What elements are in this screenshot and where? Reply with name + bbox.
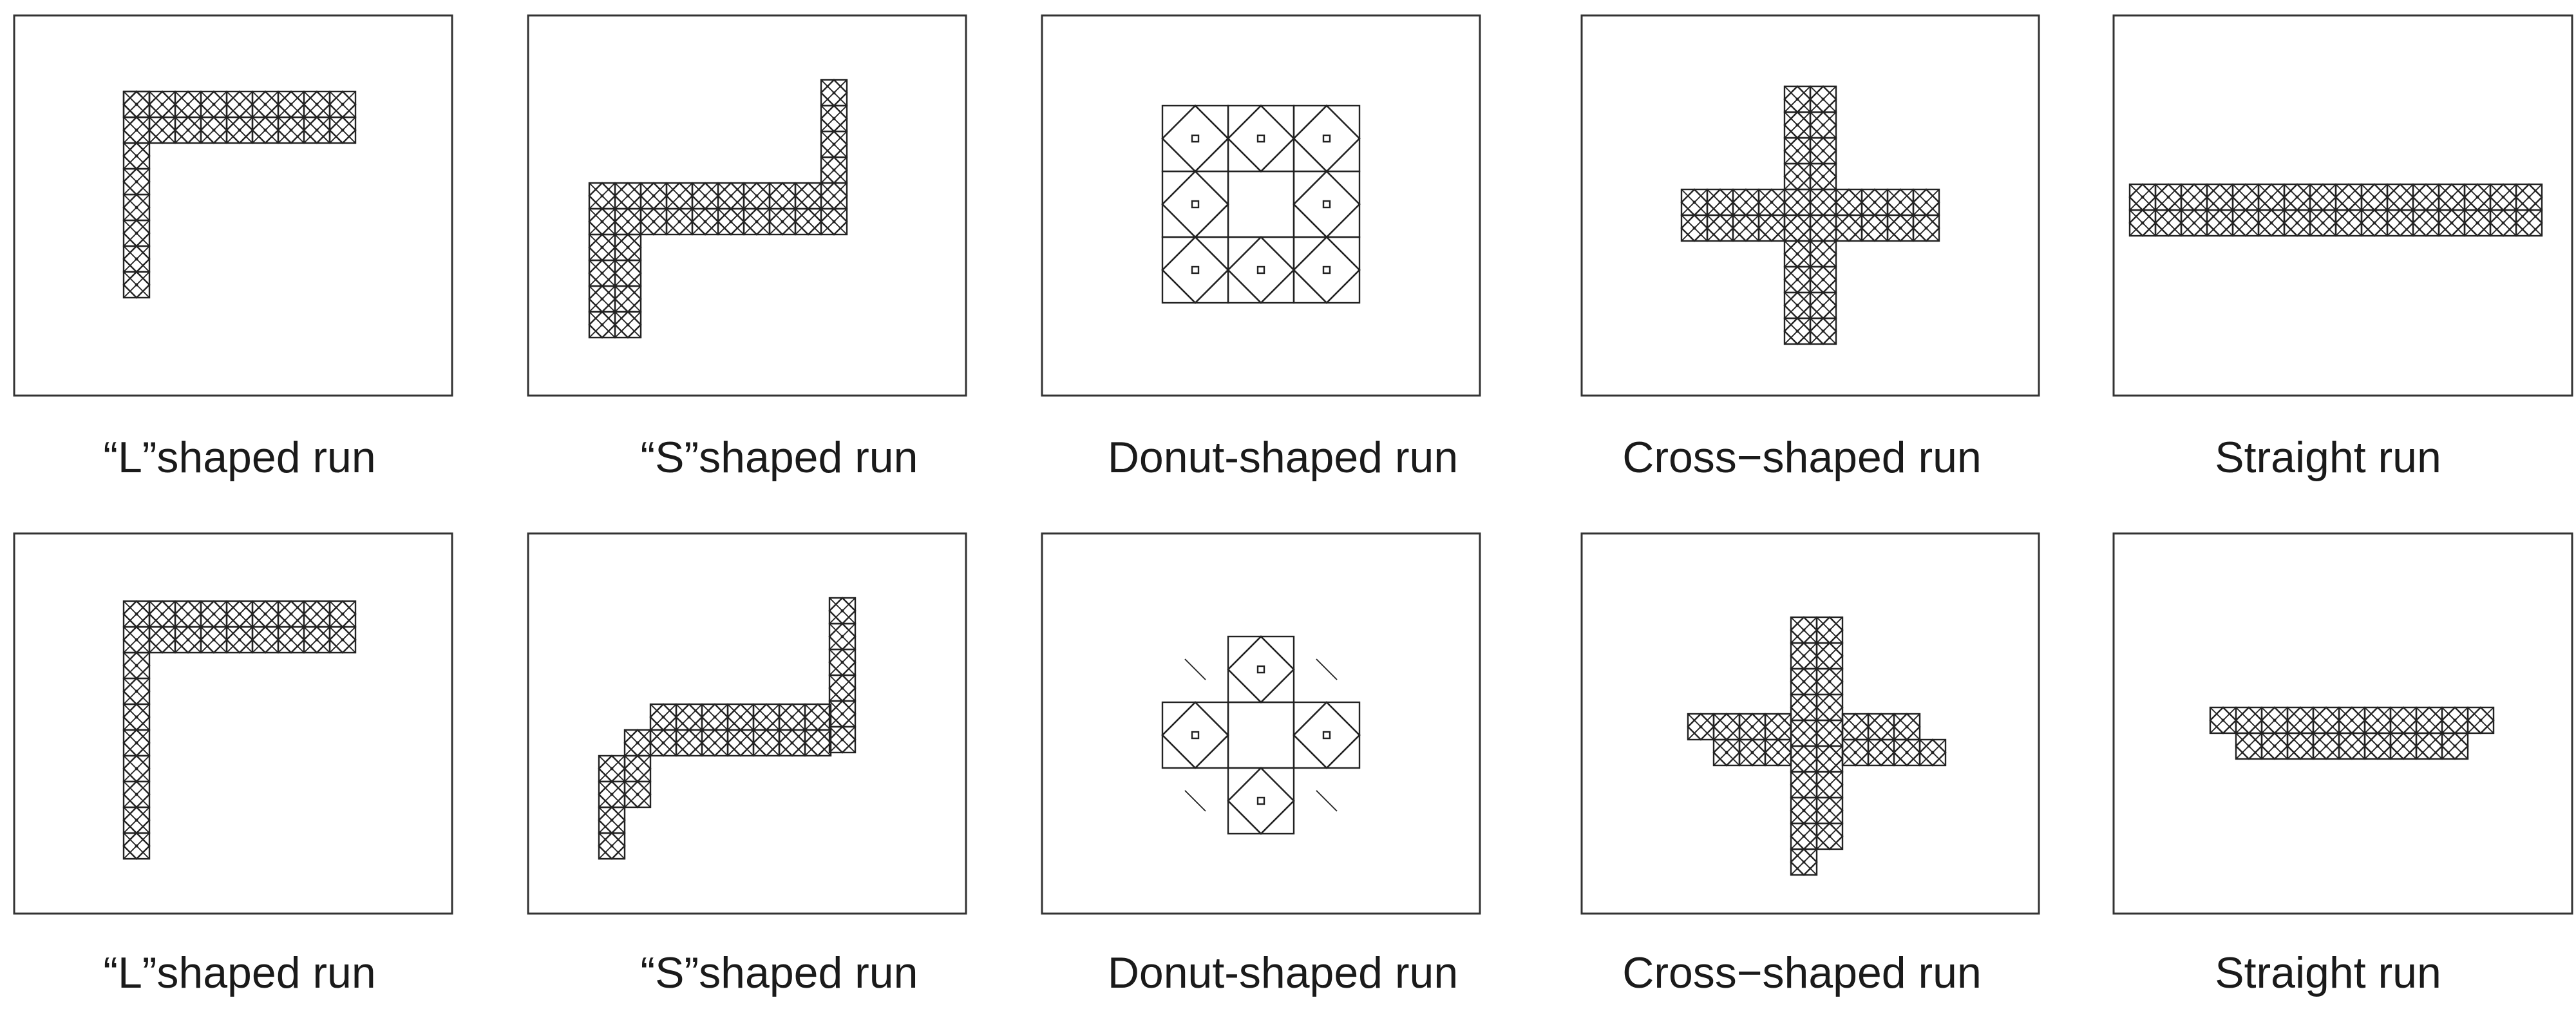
tile-cell [2515, 209, 2543, 237]
panel-frame [13, 14, 453, 397]
tile-cell [303, 626, 331, 654]
tile-cell [148, 626, 176, 654]
tile-cell [225, 116, 254, 144]
tile-cell [1861, 214, 1889, 242]
panel-straight-trimmed: Straight run [2112, 532, 2573, 997]
panel-caption: “S”shaped run [641, 433, 918, 482]
tile-cell [122, 651, 151, 680]
panel-L-trimmed: “L”shaped run [13, 532, 453, 997]
tile-cell [122, 90, 151, 119]
tile-cell [804, 729, 832, 757]
tile-cell [1809, 317, 1837, 345]
tile-cell [691, 207, 719, 236]
panel-caption: Straight run [2215, 948, 2441, 997]
tile-cell [1764, 738, 1792, 767]
tile-cell [2231, 209, 2260, 237]
tile-cell [1757, 214, 1786, 242]
panel-S-trimmed: “S”shaped run [527, 532, 967, 997]
tile-cell [1815, 822, 1844, 850]
panel-caption: “S”shaped run [641, 948, 918, 997]
tile-pattern [122, 600, 357, 860]
tile-cell [1757, 188, 1786, 216]
tile-pattern [1680, 85, 1940, 345]
tile-cell [328, 116, 357, 144]
panel-frame [1580, 532, 2040, 915]
tile-pattern [2128, 183, 2543, 237]
tile-cell [1293, 236, 1361, 304]
panel-L-grid: “L”shaped run [13, 14, 453, 482]
tile-cell [717, 207, 745, 236]
tile-cell [828, 725, 857, 754]
tile-cell [701, 729, 729, 757]
panel-caption: Donut-shaped run [1108, 948, 1458, 997]
tile-cell [2128, 209, 2157, 237]
tile-cell [1918, 738, 1947, 767]
tile-cell [2415, 732, 2443, 760]
tile-pattern [588, 79, 848, 339]
panel-frame [2112, 14, 2573, 397]
panel-frame [13, 532, 453, 915]
panel-cross-grid: Cross−shaped run [1580, 14, 2040, 482]
tile-pattern [2209, 706, 2495, 760]
tile-cell [2441, 732, 2469, 760]
panel-straight-grid: Straight run [2112, 14, 2573, 482]
tile-pattern [1687, 616, 1947, 876]
panel-donut-trimmed: Donut-shaped run [1041, 532, 1481, 997]
tile-cell [1893, 738, 1921, 767]
tile-cell [225, 626, 254, 654]
panel-caption: “L”shaped run [103, 433, 375, 482]
tile-cell [2467, 706, 2495, 734]
panel-frame [1041, 14, 1481, 397]
tile-cell [122, 780, 151, 809]
tile-cell [1687, 713, 1715, 741]
tile-pattern [122, 90, 357, 299]
tile-cell [1790, 848, 1818, 876]
tile-pattern [1161, 635, 1361, 835]
panel-S-grid: “S”shaped run [527, 14, 967, 482]
tile-cell [598, 832, 626, 860]
panel-cross-trimmed: Cross−shaped run [1580, 532, 2040, 997]
tile-cell [277, 626, 305, 654]
panel-caption: Cross−shaped run [1622, 433, 1982, 482]
tile-cell [726, 729, 755, 757]
tile-cell [2260, 732, 2289, 760]
tile-pattern [598, 597, 857, 860]
tile-cell [2312, 732, 2340, 760]
panel-caption: Straight run [2215, 433, 2441, 482]
tile-cell [122, 271, 151, 299]
tile-cell [614, 311, 642, 339]
tile-cell [794, 207, 822, 236]
panel-caption: Donut-shaped run [1108, 433, 1458, 482]
tile-cell [588, 311, 616, 339]
tile-cell [2386, 209, 2414, 237]
panel-frame [1041, 532, 1481, 915]
tile-cell [623, 780, 652, 809]
tile-cell [675, 729, 703, 757]
tile-cell [328, 626, 357, 654]
tile-cell [2180, 209, 2208, 237]
tile-cell [1912, 214, 1940, 242]
tile-cell [2389, 732, 2418, 760]
panel-caption: “L”shaped run [103, 948, 375, 997]
tile-cell [1886, 214, 1915, 242]
tile-cell [122, 832, 151, 860]
tile-cell [2283, 183, 2311, 211]
tile-pattern [1161, 104, 1361, 304]
tile-cell [665, 207, 694, 236]
panel-donut-grid: Donut-shaped run [1041, 14, 1481, 482]
tile-cell [768, 207, 797, 236]
tile-cell [2206, 209, 2234, 237]
panel-caption: Cross−shaped run [1622, 948, 1982, 997]
